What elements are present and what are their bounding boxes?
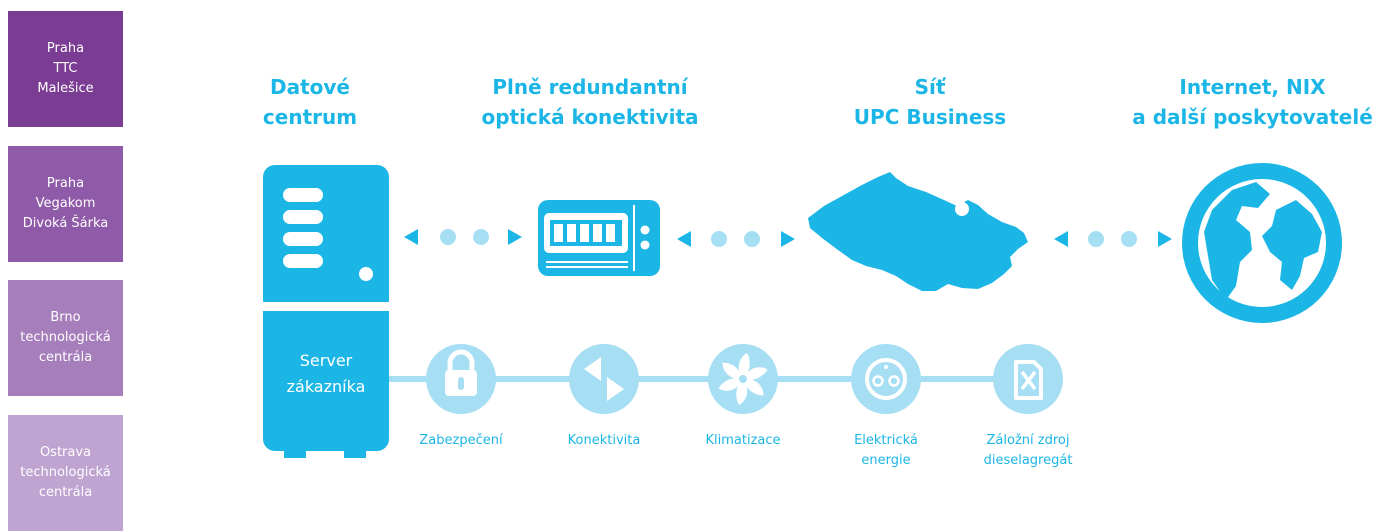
globe-icon [1182,163,1342,323]
czech-map-icon [808,172,1028,291]
location-label: Brno technologická centrála [20,310,111,365]
connectivity-icon [569,344,639,414]
location-label: Praha TTC Malešice [37,41,94,96]
power-socket-icon [851,344,921,414]
service-label-backup: Záložní zdroj dieselagregát [983,433,1073,468]
location-brno[interactable]: Brno technologická centrála [8,280,123,396]
title-optical: Plně redundantní optická konektivita [481,75,699,129]
server-label-line1: Server [300,351,353,370]
location-ostrava[interactable]: Ostrava technologická centrála [8,415,123,531]
title-network: Síť UPC Business [853,75,1007,129]
location-label: Praha Vegakom Divoká Šárka [22,176,109,231]
service-label-cooling: Klimatizace [705,433,781,448]
lock-icon [426,344,496,414]
location-praha-vegakom[interactable]: Praha Vegakom Divoká Šárka [8,146,123,262]
location-label: Ostrava technologická centrála [20,445,111,500]
title-datacenter: Datové centrum [262,75,358,129]
bidirectional-arrow-1 [404,229,522,245]
title-internet: Internet, NIX a další poskytovatelé [1132,75,1373,129]
service-label-power: Elektrická energie [854,433,918,468]
service-label-connectivity: Konektivita [567,433,641,448]
server-label-line2: zákazníka [287,377,366,396]
fan-icon [708,344,778,414]
bidirectional-arrow-3 [1054,231,1172,247]
server-tower-icon [263,165,389,458]
bidirectional-arrow-2 [677,231,795,247]
fuel-canister-icon [993,344,1063,414]
location-praha-ttc[interactable]: Praha TTC Malešice [8,11,123,127]
service-label-security: Zabezpečení [419,433,503,448]
network-switch-icon [538,200,660,276]
